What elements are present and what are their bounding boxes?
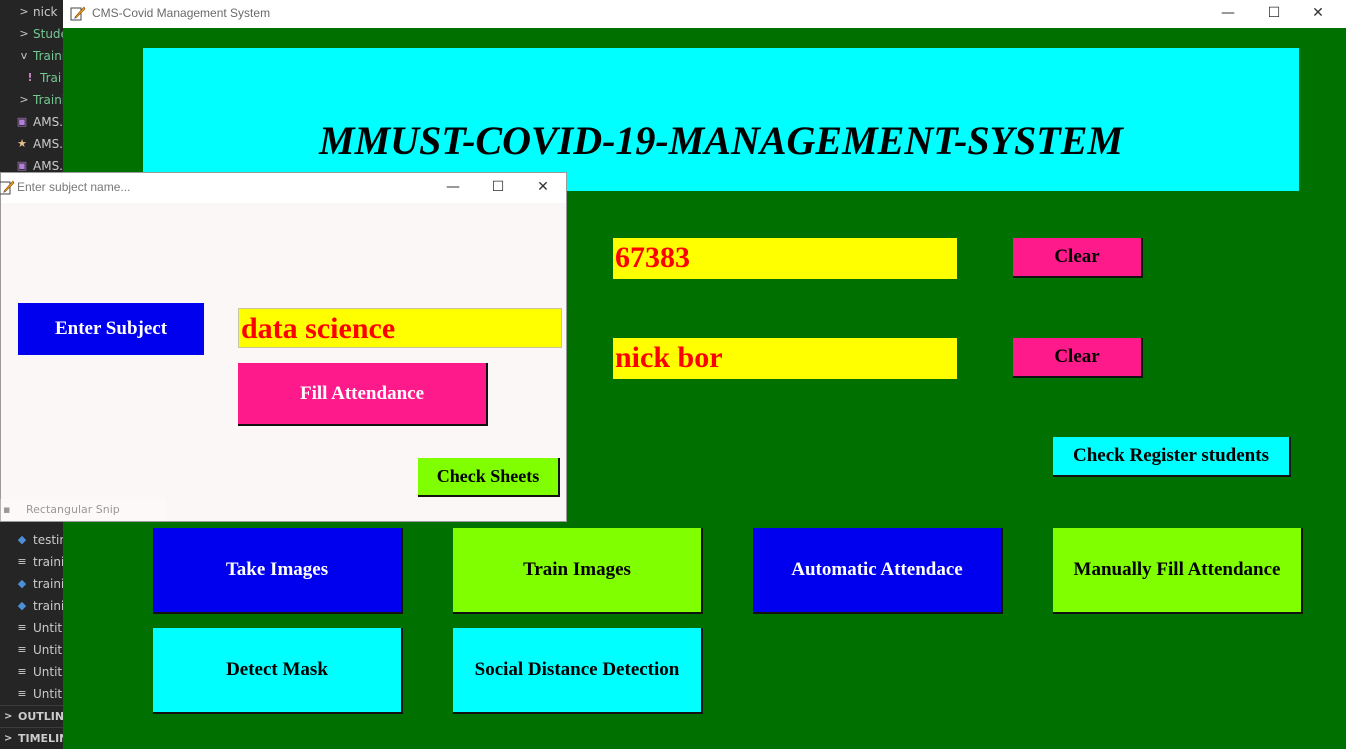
tree-item-student[interactable]: > Stude <box>0 23 63 45</box>
tree-item-training-file[interactable]: ! Trai <box>0 67 63 89</box>
outline-section-header[interactable]: > OUTLINE <box>0 705 63 728</box>
tree-item-label: Stude <box>33 27 63 41</box>
window-title: CMS-Covid Management System <box>92 6 271 20</box>
tree-item-label: AMS. <box>33 115 63 129</box>
tree-item-ams-1[interactable]: ▣ AMS. <box>0 111 63 133</box>
close-icon: ✕ <box>537 179 549 195</box>
tree-item-training[interactable]: v Traini <box>0 45 63 67</box>
feather-app-icon <box>70 6 86 21</box>
chevron-right-icon: > <box>4 711 13 722</box>
tree-item-label: AMS. <box>33 137 63 151</box>
main-titlebar[interactable]: CMS-Covid Management System — ☐ ✕ <box>63 0 1346 28</box>
python-file-icon: ◆ <box>17 533 27 546</box>
tree-item-label: Trai <box>40 71 62 85</box>
tree-item-label: Untit <box>33 621 63 635</box>
dialog-titlebar[interactable]: Enter subject name... — ☐ ✕ <box>0 173 566 203</box>
maximize-icon: ☐ <box>1267 5 1281 21</box>
feather-app-icon <box>0 180 15 195</box>
chevron-right-icon: > <box>19 93 29 106</box>
star-icon: ★ <box>17 137 27 150</box>
dialog-close-button[interactable]: ✕ <box>521 174 565 202</box>
minimize-button[interactable]: — <box>1206 0 1250 28</box>
tree-item-training-txt[interactable]: ≡ traini <box>0 551 63 573</box>
image-file-icon: ▣ <box>16 159 28 172</box>
train-images-button[interactable]: Train Images <box>453 528 703 614</box>
maximize-icon: ☐ <box>491 179 505 195</box>
subject-input[interactable]: data science <box>238 308 562 348</box>
header-banner: MMUST-COVID-19-MANAGEMENT-SYSTEM <box>143 48 1299 191</box>
tree-item-label: traini <box>33 577 63 591</box>
tree-item-testing[interactable]: ◆ testin <box>0 529 63 551</box>
chevron-down-icon: v <box>20 49 28 62</box>
tree-item-label: AMS. <box>33 159 63 173</box>
tree-item-untitled-1[interactable]: ≡ Untit <box>0 617 63 639</box>
app-heading: MMUST-COVID-19-MANAGEMENT-SYSTEM <box>319 118 1123 163</box>
text-file-icon: ≡ <box>17 621 27 634</box>
tree-item-label: traini <box>33 599 63 613</box>
tree-item-label: testin <box>33 533 63 547</box>
exclamation-icon: ! <box>27 71 33 84</box>
close-button[interactable]: ✕ <box>1296 0 1340 28</box>
clear-name-button[interactable]: Clear <box>1013 338 1143 378</box>
chevron-right-icon: > <box>19 27 29 40</box>
social-distance-detection-button[interactable]: Social Distance Detection <box>453 628 703 714</box>
tree-item-label: nick <box>33 5 58 19</box>
text-file-icon: ≡ <box>17 687 27 700</box>
dialog-title: Enter subject name... <box>17 180 131 194</box>
chevron-right-icon: > <box>4 733 13 744</box>
manual-attendance-button[interactable]: Manually Fill Attendance <box>1053 528 1303 614</box>
dialog-maximize-button[interactable]: ☐ <box>476 174 520 202</box>
dialog-minimize-button[interactable]: — <box>431 174 475 202</box>
section-label: TIMELIN <box>18 732 63 745</box>
snip-label: Rectangular Snip <box>26 503 120 516</box>
tree-item-label: traini <box>33 555 63 569</box>
tree-item-training-py-1[interactable]: ◆ traini <box>0 573 63 595</box>
timeline-section-header[interactable]: > TIMELIN <box>0 727 63 749</box>
tree-item-nick[interactable]: > nick <box>0 1 63 23</box>
subject-dialog: Enter subject name... — ☐ ✕ Enter Subjec… <box>0 172 567 522</box>
tree-item-ams-2[interactable]: ★ AMS. <box>0 133 63 155</box>
chevron-right-icon: > <box>19 5 29 18</box>
take-images-button[interactable]: Take Images <box>153 528 403 614</box>
close-icon: ✕ <box>1312 5 1324 21</box>
text-file-icon: ≡ <box>17 665 27 678</box>
tree-item-untitled-3[interactable]: ≡ Untit <box>0 661 63 683</box>
snip-tooltip: ▪ Rectangular Snip <box>0 499 166 521</box>
detect-mask-button[interactable]: Detect Mask <box>153 628 403 714</box>
tree-item-untitled-4[interactable]: ≡ Untit <box>0 683 63 705</box>
tree-item-label: Traini <box>33 49 63 63</box>
check-sheets-button[interactable]: Check Sheets <box>418 458 560 497</box>
python-file-icon: ◆ <box>17 577 27 590</box>
python-file-icon: ◆ <box>17 599 27 612</box>
fill-attendance-button[interactable]: Fill Attendance <box>238 363 488 426</box>
student-name-field[interactable]: nick bor <box>613 338 957 379</box>
tree-item-training-2[interactable]: > Traini <box>0 89 63 111</box>
minimize-icon: — <box>446 179 460 195</box>
tree-item-training-py-2[interactable]: ◆ traini <box>0 595 63 617</box>
tree-item-label: Untit <box>33 643 63 657</box>
tree-item-label: Untit <box>33 665 63 679</box>
enter-subject-button[interactable]: Enter Subject <box>18 303 204 355</box>
section-label: OUTLINE <box>18 710 63 723</box>
text-file-icon: ≡ <box>17 555 27 568</box>
automatic-attendance-button[interactable]: Automatic Attendace <box>753 528 1003 614</box>
text-file-icon: ≡ <box>17 643 27 656</box>
image-file-icon: ▣ <box>16 115 28 128</box>
enrollment-id-field[interactable]: 67383 <box>613 238 957 279</box>
tree-item-label: Traini <box>33 93 63 107</box>
clear-id-button[interactable]: Clear <box>1013 238 1143 278</box>
tree-item-label: Untit <box>33 687 63 701</box>
tree-item-ams-3[interactable]: ▣ AMS. <box>0 155 63 177</box>
minimize-icon: — <box>1221 5 1235 21</box>
snip-icon: ▪ <box>3 503 11 516</box>
check-register-students-button[interactable]: Check Register students <box>1053 437 1291 477</box>
tree-item-untitled-2[interactable]: ≡ Untit <box>0 639 63 661</box>
maximize-button[interactable]: ☐ <box>1252 0 1296 28</box>
